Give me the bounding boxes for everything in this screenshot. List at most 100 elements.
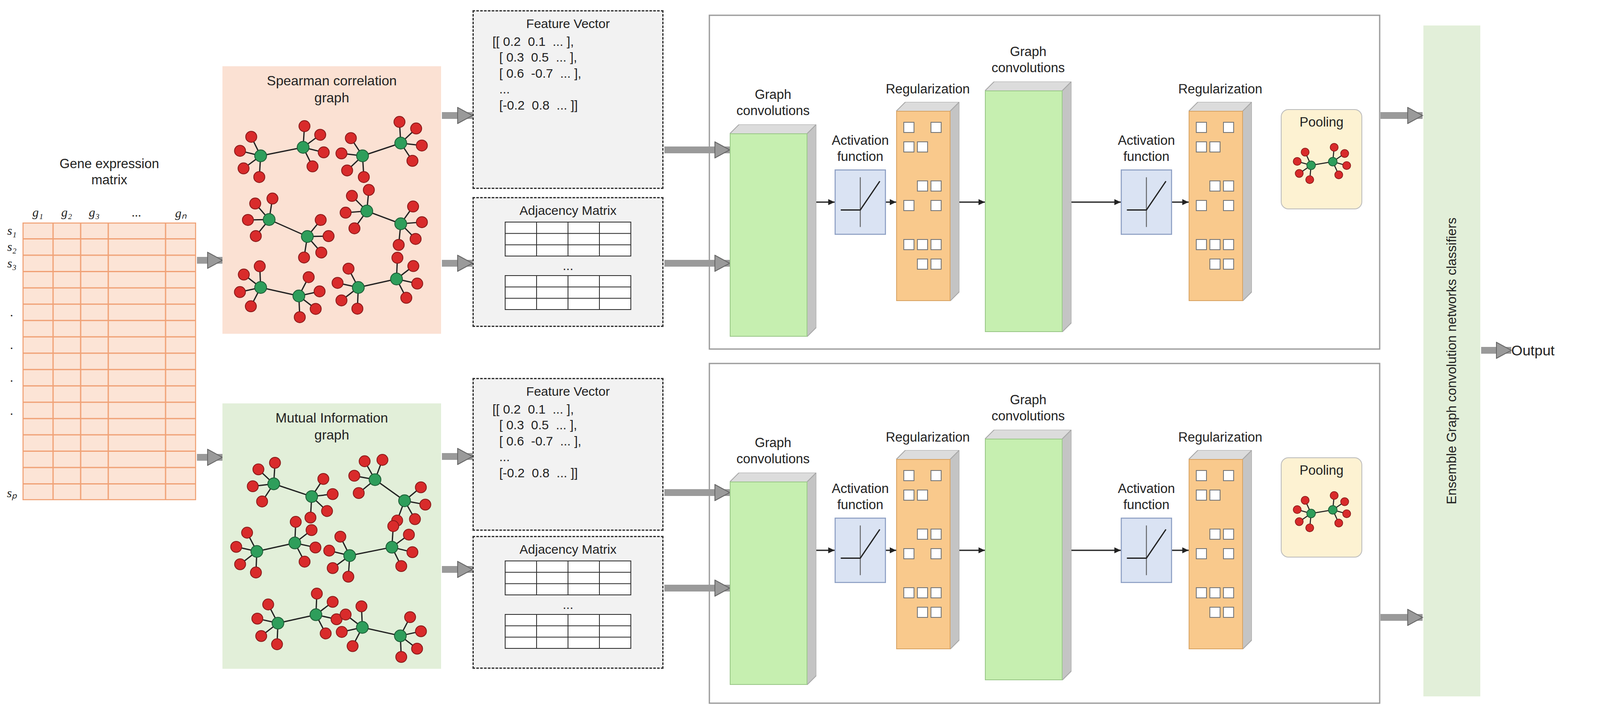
drawing xyxy=(896,101,960,112)
gene-dot xyxy=(340,207,352,219)
gene-dot xyxy=(323,545,335,557)
gene-dot xyxy=(1334,170,1343,179)
relu-curve xyxy=(1127,529,1167,559)
heading: Regularization xyxy=(877,81,979,98)
gene-dot xyxy=(407,200,419,212)
box-title: Adjacency Matrix xyxy=(482,541,654,558)
hub-dot xyxy=(309,608,322,621)
shape xyxy=(1120,517,1173,583)
heading: Activation function xyxy=(824,132,897,166)
drawing xyxy=(1189,459,1243,649)
gene-dot xyxy=(343,570,355,583)
gene-dot xyxy=(404,611,416,623)
matrix-index: g₂ xyxy=(61,205,72,220)
gene-dot xyxy=(400,292,412,304)
vector-row: [ 0.3 0.5 ... ], xyxy=(482,416,654,434)
block-arrow xyxy=(441,565,473,573)
gene-dot xyxy=(343,263,355,275)
matrix-index: . xyxy=(10,370,14,385)
vector-row: [[ 0.2 0.1 ... ], xyxy=(482,401,654,418)
layer-label: Graph convolutions xyxy=(728,434,818,468)
drawing xyxy=(917,180,928,192)
panel-title: Mutual Information graph xyxy=(256,409,408,444)
drawing xyxy=(349,547,392,556)
block-arrow xyxy=(1380,112,1423,119)
regularization-layer: Regularization xyxy=(877,429,979,650)
drawing xyxy=(505,275,631,310)
gene-dot xyxy=(387,520,399,532)
conv-layer: Graph convolutions xyxy=(728,86,818,338)
hub-dot xyxy=(1306,160,1316,170)
gene-dot xyxy=(255,630,267,642)
drawing xyxy=(950,101,960,301)
gene-dot xyxy=(303,271,315,283)
block-arrow xyxy=(441,259,473,267)
gene-dot xyxy=(271,638,283,650)
drawing xyxy=(903,470,914,481)
gene-dot xyxy=(1293,157,1302,166)
gene-dot xyxy=(310,303,322,315)
drawing xyxy=(1223,200,1234,211)
hub-dot xyxy=(343,549,356,562)
drawing xyxy=(917,239,928,250)
gene-dot xyxy=(299,556,311,568)
gene-dot xyxy=(331,277,344,289)
activation-box: Activation function xyxy=(824,132,897,236)
drawing xyxy=(903,122,914,133)
gene-dot xyxy=(395,651,407,663)
network-panel xyxy=(709,15,1380,349)
shape xyxy=(984,429,1072,681)
matrix-index: g₃ xyxy=(88,205,100,220)
regularization-layer: Regularization xyxy=(1169,429,1272,650)
gene-dot xyxy=(353,487,365,499)
drawing xyxy=(1120,517,1173,583)
gene-dot xyxy=(1301,148,1310,157)
title-block: Spearman correlation graph xyxy=(230,72,433,107)
hub-dot xyxy=(352,281,365,294)
gene-dot xyxy=(327,596,339,608)
drawing xyxy=(807,472,817,685)
dashed-box: Feature Vector[[ 0.2 0.1 ... ],[ 0.3 0.5… xyxy=(472,377,664,531)
gene-dot xyxy=(1295,169,1304,178)
drawing xyxy=(729,472,817,685)
matrix-index: sₚ xyxy=(6,483,17,501)
drawing xyxy=(903,239,914,250)
drawing xyxy=(984,81,1072,332)
dashed-box: Feature Vector[[ 0.2 0.1 ... ],[ 0.3 0.5… xyxy=(472,10,664,189)
drawing xyxy=(22,238,197,240)
drawing xyxy=(107,222,110,501)
conv-layer: Graph convolutions xyxy=(983,391,1073,681)
pooling-box: Pooling xyxy=(1280,457,1363,558)
gene-dot xyxy=(298,251,310,263)
drawing xyxy=(896,101,960,301)
relu-curve xyxy=(1127,181,1167,211)
gene-dot xyxy=(393,239,405,251)
vector-row: [[ 0.2 0.1 ... ], xyxy=(482,33,654,50)
vector-row: [ 0.6 -0.7 ... ], xyxy=(482,65,654,82)
drawing xyxy=(834,169,886,235)
gene-dot xyxy=(334,531,346,543)
gene-dot xyxy=(327,562,339,574)
hub-dot xyxy=(398,494,411,507)
drawing xyxy=(536,614,538,649)
flow-arrow xyxy=(885,201,897,203)
drawing xyxy=(917,607,928,618)
hub-dot xyxy=(1306,508,1316,518)
shape xyxy=(729,472,817,685)
drawing xyxy=(567,614,569,649)
gene-dot xyxy=(407,546,419,558)
drawing xyxy=(22,483,197,485)
drawing xyxy=(22,222,197,501)
hub-dot xyxy=(254,149,267,162)
gene-dot xyxy=(358,171,370,183)
ellipsis: ... xyxy=(482,598,654,611)
gene-dot xyxy=(318,146,330,158)
ensemble-band: Ensemble Graph convolution networks clas… xyxy=(1423,25,1481,697)
hub-dot xyxy=(254,281,267,294)
graph-illustration xyxy=(222,445,442,666)
gene-dot xyxy=(234,558,246,570)
output-text: Output xyxy=(1511,341,1555,360)
activation-box: Activation function xyxy=(1110,132,1183,236)
gene-dot xyxy=(1295,517,1304,526)
gene-dot xyxy=(309,541,321,553)
